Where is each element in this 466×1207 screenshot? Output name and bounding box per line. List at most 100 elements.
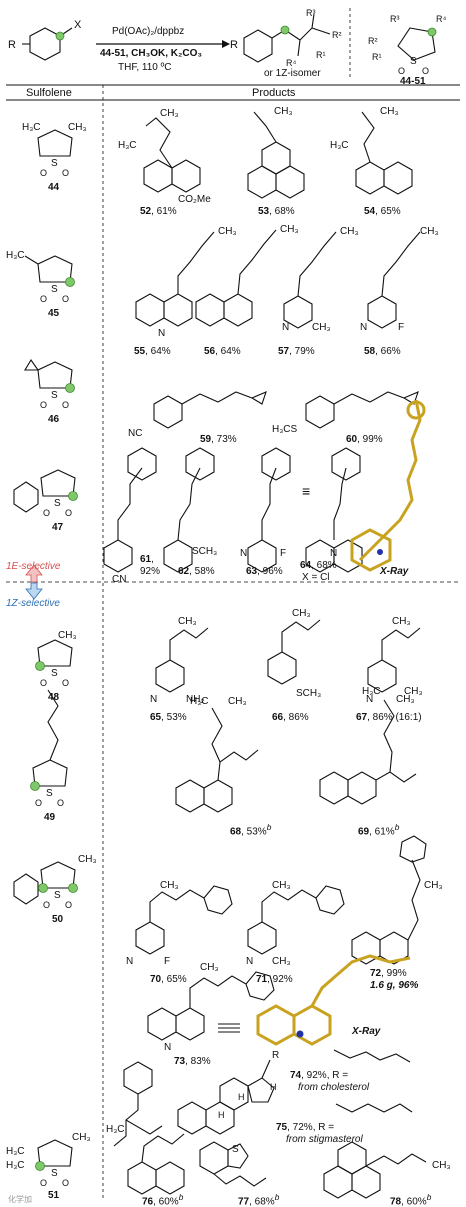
product-69-label: 69, 61%b	[358, 822, 400, 838]
sulfolene-45-s: S	[51, 284, 58, 295]
sulfolene-50-o2: O	[65, 900, 73, 910]
product-60-label: 60, 99%	[346, 434, 383, 445]
product-52-label: 52, 61%	[140, 206, 177, 217]
p65-n: N	[150, 694, 158, 705]
p52-co2me: CO₂Me	[178, 194, 211, 205]
sulfolene-51-methyl: CH₃	[72, 1132, 91, 1143]
sulfolene-48-o2: O	[62, 678, 70, 688]
row4-products-structures	[103, 447, 363, 573]
p63-f: F	[280, 548, 287, 559]
steroid-structures	[113, 1049, 413, 1147]
row2-products-structures	[135, 229, 421, 329]
reagent-o-label-left: O	[398, 66, 406, 76]
z-products-structures	[155, 619, 421, 813]
p73-ch3: CH₃	[200, 962, 219, 973]
product-70-label: 70, 65%	[150, 974, 187, 985]
product-r-label: R	[230, 39, 238, 51]
product-56-label: 56, 64%	[204, 346, 241, 357]
p53-ch3: CH₃	[274, 106, 293, 117]
p68-h3c: H₃C	[190, 696, 209, 707]
e-selective-label: 1E-selective	[6, 561, 61, 572]
reagent-r4-label: R⁴	[436, 14, 447, 24]
sulfolene-50-s: S	[54, 890, 61, 901]
sulfolene-51-gem-methyl-2: H₃C	[6, 1160, 25, 1171]
p65-nh2: NH₂	[186, 694, 205, 705]
p73-n: N	[164, 1042, 172, 1053]
p64-n: N	[330, 548, 338, 559]
sulfolene-45-o1: O	[40, 294, 48, 304]
row-51-products-structures	[127, 1133, 427, 1199]
product-67-label: 67, 86% (16:1)	[356, 712, 422, 723]
p64-equiv-symbol: ≡	[302, 483, 311, 499]
row-50-products-structures	[135, 835, 427, 965]
reagent-o-label-right: O	[422, 66, 430, 76]
product-54-structure	[355, 111, 413, 195]
product-77-label: 77, 68%b	[238, 1192, 280, 1207]
product-64-label: 64, 68%	[300, 560, 337, 571]
p71-ch3-ring: CH₃	[272, 956, 291, 967]
p61-cn: CN	[112, 574, 127, 585]
reagent-sulfolene-generic	[397, 27, 437, 61]
product-59-label: 59, 73%	[200, 434, 237, 445]
p63-n: N	[240, 548, 248, 559]
sulfolene-47-id: 47	[52, 522, 64, 533]
product-78-label: 78, 60%b	[390, 1192, 432, 1207]
reagent-r2-label: R²	[368, 36, 378, 46]
product-65-label: 65, 53%	[150, 712, 187, 723]
watermark: 化学加	[8, 1195, 32, 1204]
sulfolene-46-structure	[24, 358, 75, 393]
p67-ch3-chain: CH₃	[392, 616, 411, 627]
sulfolene-48-id: 48	[48, 692, 60, 703]
sulfolene-46-o2: O	[62, 400, 70, 410]
product-73-label: 73, 83%	[174, 1056, 211, 1067]
sulfolene-50-o1: O	[43, 900, 51, 910]
substrate-r-label: R	[8, 39, 16, 51]
product-58-label: 58, 66%	[364, 346, 401, 357]
p56-ch3: CH₃	[280, 224, 299, 235]
p54-h3c: H₃C	[330, 140, 349, 151]
e-selective-arrow	[25, 564, 43, 583]
steroid-h-1: H	[270, 1082, 277, 1092]
product-55-label: 55, 64%	[134, 346, 171, 357]
p66-ch3: CH₃	[292, 608, 311, 619]
sulfolene-47-o1: O	[43, 508, 51, 518]
sulfolene-51-gem-methyl-1: H₃C	[6, 1146, 25, 1157]
p71-ch3-chain: CH₃	[272, 880, 291, 891]
p58-ch3: CH₃	[420, 226, 439, 237]
p72-scale: 1.6 g, 96%	[370, 980, 419, 991]
steroid-h-3: H	[218, 1110, 225, 1120]
product-r1-label: R¹	[316, 50, 326, 60]
reagent-catalyst: Pd(OAc)₂/dppbz	[112, 26, 185, 37]
product-r4-label: R⁴	[286, 58, 297, 68]
sulfolene-44-s: S	[51, 158, 58, 169]
sulfolene-44-methyl-right: CH₃	[68, 122, 87, 133]
p70-ch3: CH₃	[160, 880, 179, 891]
product-72-label: 72, 99%	[370, 968, 407, 979]
sulfolene-51-structure	[35, 1139, 73, 1171]
p60-h3cs: H₃CS	[272, 424, 298, 435]
sulfolene-51-o2: O	[62, 1178, 70, 1188]
sulfolene-49-o2: O	[57, 798, 65, 808]
product-54-label: 54, 65%	[364, 206, 401, 217]
row3-products-structures	[153, 391, 419, 429]
product-74-label: 74, 92%, R =	[290, 1070, 349, 1081]
steroid-h3c: H₃C	[106, 1124, 125, 1135]
sulfolene-46-o1: O	[40, 400, 48, 410]
product-52-structure	[143, 117, 201, 193]
reagent-conditions: 44-51, CH₃OK, K₂CO₃	[100, 48, 203, 59]
sulfolene-44-structure	[37, 129, 73, 157]
sulfolene-46-s: S	[51, 390, 58, 401]
sulfolene-44-id: 44	[48, 182, 60, 193]
p65-ch3: CH₃	[178, 616, 197, 627]
z-selective-arrow	[25, 582, 43, 600]
sulfolene-46-id: 46	[48, 414, 60, 425]
sulfolene-48-methyl: CH₃	[58, 630, 77, 641]
sulfolene-49-o1: O	[35, 798, 43, 808]
product-76-label: 76, 60%b	[142, 1192, 184, 1207]
p52-h3c: H₃C	[118, 140, 137, 151]
product-diene	[243, 13, 331, 63]
sulfolene-49-id: 49	[44, 812, 56, 823]
p69-h3c: H₃C	[362, 686, 381, 697]
p78-ch3: CH₃	[432, 1160, 451, 1171]
